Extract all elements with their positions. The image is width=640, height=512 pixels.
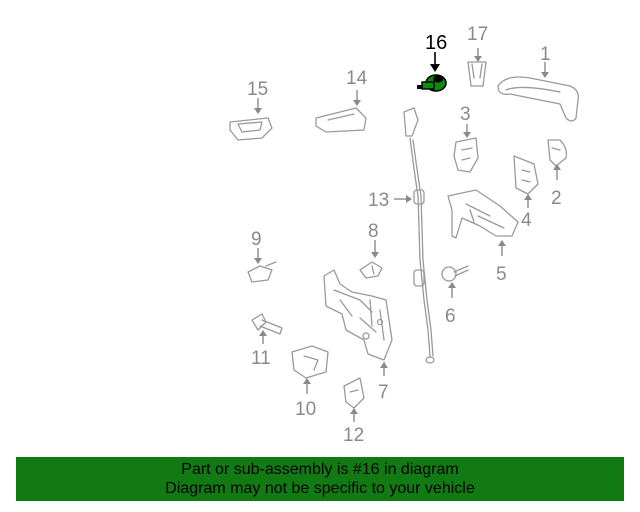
part-4-gasket	[513, 155, 539, 208]
part-6-screw	[441, 265, 469, 298]
part-8-bolt	[359, 240, 383, 279]
callout-6: 6	[445, 306, 456, 327]
callout-9: 9	[251, 229, 262, 250]
callout-2: 2	[551, 188, 562, 209]
callout-11: 11	[251, 348, 271, 369]
part-11-screw	[251, 313, 283, 344]
part-13-rod	[394, 107, 435, 364]
part-2-cap	[547, 139, 568, 180]
callout-15: 15	[247, 79, 268, 100]
callout-1: 1	[540, 44, 551, 65]
banner-line-1: Part or sub-assembly is #16 in diagram	[181, 461, 459, 478]
callout-10: 10	[295, 399, 316, 420]
part-1-outside-handle	[497, 62, 579, 122]
part-17-clip	[467, 48, 487, 87]
banner-line-2: Diagram may not be specific to your vehi…	[165, 480, 475, 497]
callout-4: 4	[521, 210, 532, 231]
callout-16: 16	[425, 32, 447, 54]
part-15-bracket	[229, 98, 273, 141]
part-7-latch	[323, 269, 393, 376]
part-14-reinforcement	[315, 90, 367, 133]
callout-12: 12	[343, 425, 364, 446]
part-9-clip	[247, 248, 277, 283]
part-3-cover	[453, 124, 479, 173]
part-16-highlighted[interactable]	[417, 52, 447, 92]
callout-8: 8	[368, 221, 379, 242]
part-10-bracket	[291, 345, 329, 394]
callout-13: 13	[368, 190, 389, 211]
info-banner: Part or sub-assembly is #16 in diagram D…	[16, 457, 624, 501]
part-5-handle-bracket	[447, 189, 519, 256]
callout-3: 3	[460, 104, 471, 125]
part-12-seal	[343, 377, 365, 422]
callout-17: 17	[467, 24, 488, 45]
parts-diagram: 16 17 1 15 14 3 2	[229, 24, 579, 446]
callout-14: 14	[346, 68, 368, 89]
callout-7: 7	[378, 382, 389, 403]
callout-5: 5	[496, 264, 507, 285]
